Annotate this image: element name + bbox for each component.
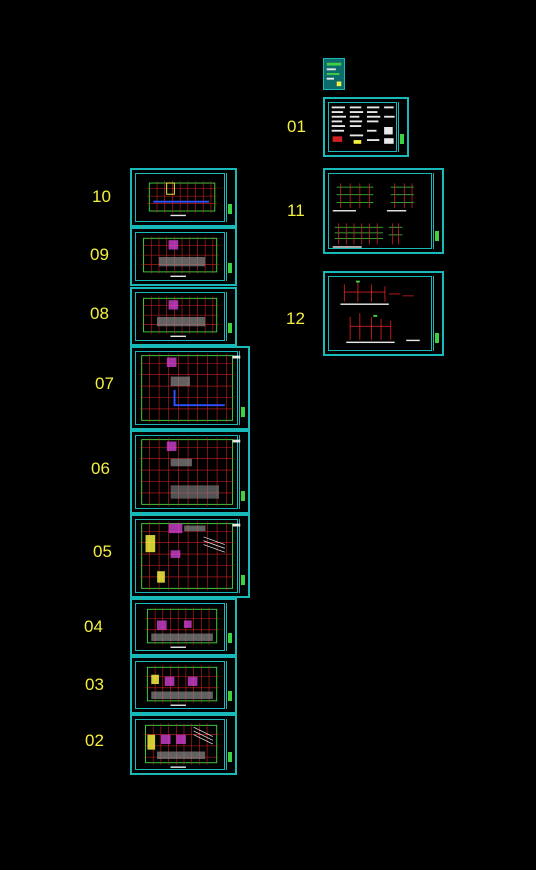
sheet-02-thumbnail[interactable] [130, 714, 237, 775]
sheet-10-drawing [147, 181, 217, 217]
sheet-frame [135, 351, 238, 425]
sheet-03-thumbnail[interactable] [130, 656, 237, 714]
sheet-11-drawing [332, 183, 414, 248]
sheet-12-drawing [340, 280, 420, 344]
title-block [239, 519, 246, 593]
sheet-frame [135, 661, 225, 709]
sheet-label-07: 07 [95, 374, 114, 393]
sheet-03-drawing [145, 665, 219, 706]
sheet-09-drawing [141, 236, 219, 278]
sheet-frame [135, 519, 238, 593]
sheet-label-09: 09 [90, 245, 109, 264]
sheet-frame [328, 173, 432, 249]
sheet-frame [135, 292, 225, 341]
sheet-08-drawing [141, 296, 219, 338]
title-block [226, 173, 233, 222]
sheet-frame [135, 435, 238, 509]
title-block [433, 276, 440, 351]
title-block [226, 232, 233, 281]
sheet-01-thumbnail[interactable] [323, 97, 409, 157]
title-block [433, 173, 440, 249]
title-block [226, 603, 233, 651]
sheet-06-thumbnail[interactable] [130, 430, 250, 514]
title-block [226, 719, 233, 770]
sheet-10-thumbnail[interactable] [130, 168, 237, 227]
sheet-11-thumbnail[interactable] [323, 168, 444, 254]
sheet-label-12: 12 [286, 309, 305, 328]
title-block [226, 661, 233, 709]
sheet-label-03: 03 [85, 675, 104, 694]
sheet-09-thumbnail[interactable] [130, 227, 237, 286]
sheet-08-thumbnail[interactable] [130, 287, 237, 346]
sheet-01-drawing [331, 106, 395, 144]
sheet-05-thumbnail[interactable] [130, 514, 250, 598]
sheet-02-drawing [143, 723, 219, 768]
title-block [226, 292, 233, 341]
sheet-label-10: 10 [92, 187, 111, 206]
sheet-05-drawing [139, 521, 241, 591]
sheet-07-thumbnail[interactable] [130, 346, 250, 430]
sheet-label-05: 05 [93, 542, 112, 561]
sheet-04-drawing [145, 607, 219, 648]
title-block [398, 102, 405, 152]
sheet-06-drawing [139, 437, 241, 507]
sheet-label-06: 06 [91, 459, 110, 478]
sheet-label-02: 02 [85, 731, 104, 750]
sheet-frame [135, 719, 225, 770]
sheet-frame [135, 173, 225, 222]
sheet-12-thumbnail[interactable] [323, 271, 444, 356]
sheet-label-11: 11 [287, 201, 305, 220]
sheet-frame [135, 232, 225, 281]
sheet-frame [135, 603, 225, 651]
cover-sheet-thumbnail[interactable] [323, 58, 345, 90]
sheet-frame [328, 102, 397, 152]
sheet-04-thumbnail[interactable] [130, 598, 237, 656]
sheet-label-04: 04 [84, 617, 103, 636]
sheet-07-drawing [139, 353, 241, 423]
title-block [239, 435, 246, 509]
sheet-label-08: 08 [90, 304, 109, 323]
sheet-frame [328, 276, 432, 351]
cover-sheet-drawing [326, 62, 342, 87]
title-block [239, 351, 246, 425]
sheet-label-01: 01 [287, 117, 306, 136]
